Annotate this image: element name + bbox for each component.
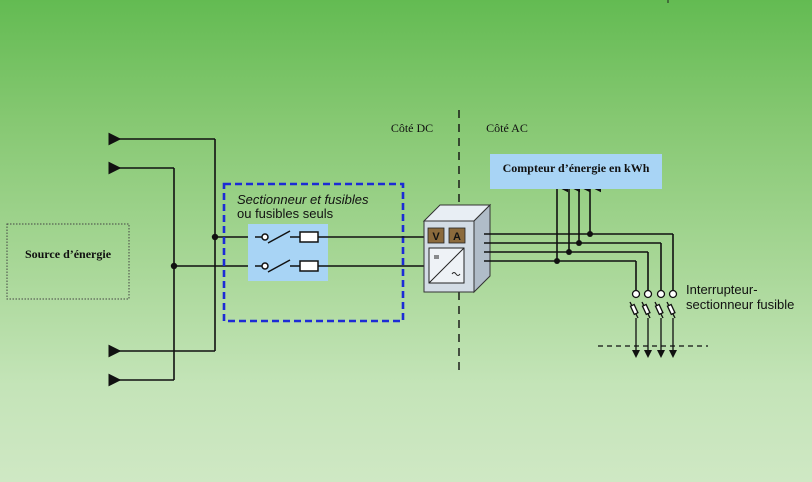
junction-dot: [211, 233, 219, 241]
ac-lines: [484, 179, 674, 290]
voltmeter-icon: [427, 227, 445, 244]
dc-side-label: Côté DC: [391, 121, 433, 135]
disconnector-label-line2: ou fusibles seuls: [237, 206, 334, 221]
switch-blade: [267, 259, 291, 273]
junction-dot: [566, 249, 572, 255]
source-label: Source d’énergie: [25, 247, 112, 261]
output-arrowheads: [632, 350, 677, 358]
junction-dot: [576, 240, 582, 246]
junction-dot: [554, 258, 560, 264]
fuse-switch-group: [629, 289, 678, 352]
junction-dot: [587, 231, 593, 237]
junction-dot: [170, 262, 178, 270]
switch-fuse-group: [255, 230, 424, 273]
voltmeter-symbol: V: [432, 231, 440, 243]
ac-side-label: Côté AC: [486, 121, 528, 135]
dc-distribution-lines: [108, 132, 255, 387]
disconnector-label-line1: Sectionneur et fusibles: [237, 192, 369, 207]
inverter: V A: [422, 203, 492, 294]
fuse-switch-label-line2: sectionneur fusible: [686, 297, 794, 312]
fuse-symbol: [299, 231, 319, 243]
ammeter-symbol: A: [453, 231, 461, 243]
disconnector-frame: [222, 182, 405, 323]
energy-meter-label: Compteur d’énergie en kWh: [503, 161, 650, 175]
source-box: Source d’énergie: [6, 223, 130, 300]
switch-contact: [261, 262, 269, 270]
switch-contact: [261, 233, 269, 241]
ammeter-icon: [448, 227, 466, 244]
switch-blade: [267, 230, 291, 244]
fuse-switch-label-line1: Interrupteur-: [686, 282, 758, 297]
fuse-symbol: [299, 260, 319, 272]
energy-meter-box: [490, 154, 662, 189]
